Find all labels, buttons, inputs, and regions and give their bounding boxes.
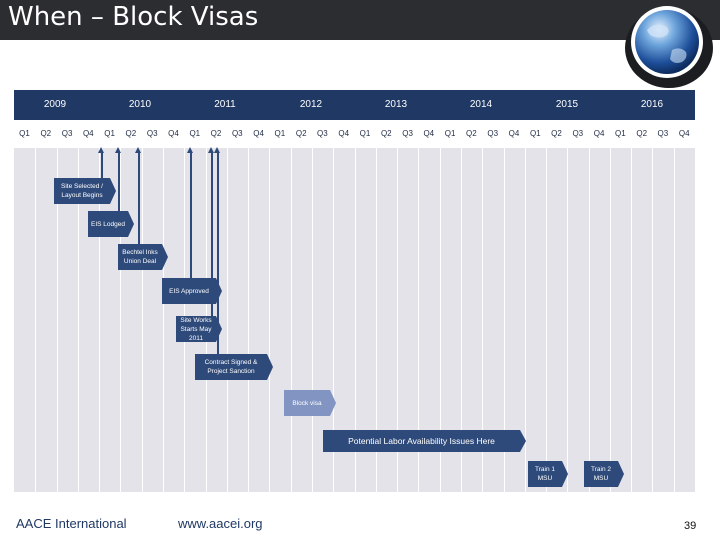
year-label: 2010 <box>128 99 152 110</box>
quarter-label: Q4 <box>338 129 350 138</box>
quarter-label: Q4 <box>168 129 179 138</box>
grid-line <box>99 148 101 492</box>
grid-line <box>290 148 292 492</box>
quarter-label: Q2 <box>295 129 307 138</box>
quarter-label: Q4 <box>82 129 94 138</box>
grid-line <box>503 148 505 492</box>
quarter-label: Q1 <box>444 129 456 138</box>
globe-icon <box>625 6 713 88</box>
quarter-label: Q1 <box>274 129 286 138</box>
milestone-connector <box>98 147 104 178</box>
grid-line <box>397 148 399 492</box>
grid-line <box>375 148 377 492</box>
quarter-label: Q3 <box>572 129 584 138</box>
project-timeline: 2009 2010 2011 2012 2013 2014 2015 2016 … <box>14 90 695 492</box>
quarter-label: Q3 <box>231 129 243 138</box>
quarter-header: Q1 Q2 Q3 Q4 Q1 Q2 Q3 Q4 Q1 Q2 Q3 Q4 Q1 Q… <box>14 120 695 148</box>
grid-line <box>673 148 675 492</box>
grid-line <box>652 148 654 492</box>
quarter-label: Q2 <box>466 129 477 138</box>
milestone-eis-lodged: EIS Lodged <box>88 211 134 237</box>
year-label: 2016 <box>640 99 664 110</box>
grid-line <box>460 148 462 492</box>
grid-line <box>35 148 37 492</box>
milestone-connector <box>187 147 193 287</box>
grid-line <box>311 148 313 492</box>
milestone-contract-signed: Contract Signed & Project Sanction <box>195 354 273 380</box>
grid-line <box>609 148 611 492</box>
quarter-label: Q1 <box>359 129 371 138</box>
grid-line <box>567 148 569 492</box>
year-label: 2009 <box>43 99 67 110</box>
quarter-label: Q1 <box>104 129 115 138</box>
milestone-connector <box>208 147 214 322</box>
milestone-train-2: Train 2 MSU <box>584 461 624 487</box>
grid-line <box>248 148 250 492</box>
quarter-label: Q2 <box>551 129 562 138</box>
quarter-label: Q3 <box>317 129 328 138</box>
grid-line <box>439 148 441 492</box>
year-label: 2011 <box>214 99 236 110</box>
quarter-label: Q1 <box>615 129 626 138</box>
quarter-label: Q4 <box>253 129 264 138</box>
milestone-site-works-start: Site Works Starts May 2011 <box>176 316 222 342</box>
milestone-eis-approved: EIS Approved <box>162 278 222 304</box>
milestone-bechtel-union-deal: Bechtel Inks Union Deal <box>118 244 168 270</box>
year-label: 2014 <box>469 99 493 110</box>
footer-brand: AACE International <box>16 516 127 531</box>
grid-line <box>482 148 484 492</box>
grid-line <box>226 148 228 492</box>
milestone-train-1: Train 1 MSU <box>528 461 568 487</box>
quarter-label: Q3 <box>402 129 413 138</box>
grid-line <box>56 148 58 492</box>
grid-line <box>269 148 271 492</box>
quarter-label: Q3 <box>146 129 158 138</box>
quarter-label: Q2 <box>210 129 222 138</box>
quarter-label: Q2 <box>380 129 392 138</box>
year-label: 2013 <box>384 99 408 110</box>
grid-line <box>120 148 122 492</box>
grid-line <box>141 148 143 492</box>
grid-line <box>588 148 590 492</box>
year-label: 2015 <box>555 99 579 110</box>
grid-line <box>163 148 164 492</box>
grid-line <box>418 148 420 492</box>
quarter-label: Q2 <box>125 129 137 138</box>
grid-line <box>354 148 356 492</box>
title-bar <box>0 0 720 40</box>
milestone-block-visa: Block visa <box>284 390 336 416</box>
milestone-connector <box>135 147 141 248</box>
grid-line <box>546 148 547 492</box>
slide-title: When – Block Visas <box>8 2 259 32</box>
page-number: 39 <box>684 520 697 532</box>
milestone-labor-availability: Potential Labor Availability Issues Here <box>323 430 526 452</box>
quarter-label: Q3 <box>657 129 669 138</box>
quarter-label: Q2 <box>40 129 52 138</box>
year-header: 2009 2010 2011 2012 2013 2014 2015 2016 <box>14 90 695 120</box>
quarter-label: Q4 <box>593 129 605 138</box>
quarter-label: Q2 <box>636 129 648 138</box>
year-label: 2012 <box>299 99 323 110</box>
quarter-label: Q3 <box>61 129 73 138</box>
milestone-connector <box>115 147 121 218</box>
quarter-label: Q1 <box>529 129 541 138</box>
grid-line <box>631 148 633 492</box>
milestone-connector <box>214 147 220 357</box>
grid-line <box>333 148 335 492</box>
globe-logo <box>617 0 717 90</box>
quarter-label: Q1 <box>19 129 30 138</box>
quarter-label: Q4 <box>678 129 690 138</box>
milestone-site-selected: Site Selected / Layout Begins <box>54 178 116 204</box>
grid-line <box>524 148 526 492</box>
quarter-label: Q1 <box>189 129 201 138</box>
quarter-label: Q4 <box>508 129 520 138</box>
quarter-label: Q4 <box>423 129 435 138</box>
footer-url: www.aacei.org <box>178 516 263 531</box>
quarter-label: Q3 <box>487 129 499 138</box>
grid-line <box>77 148 79 492</box>
